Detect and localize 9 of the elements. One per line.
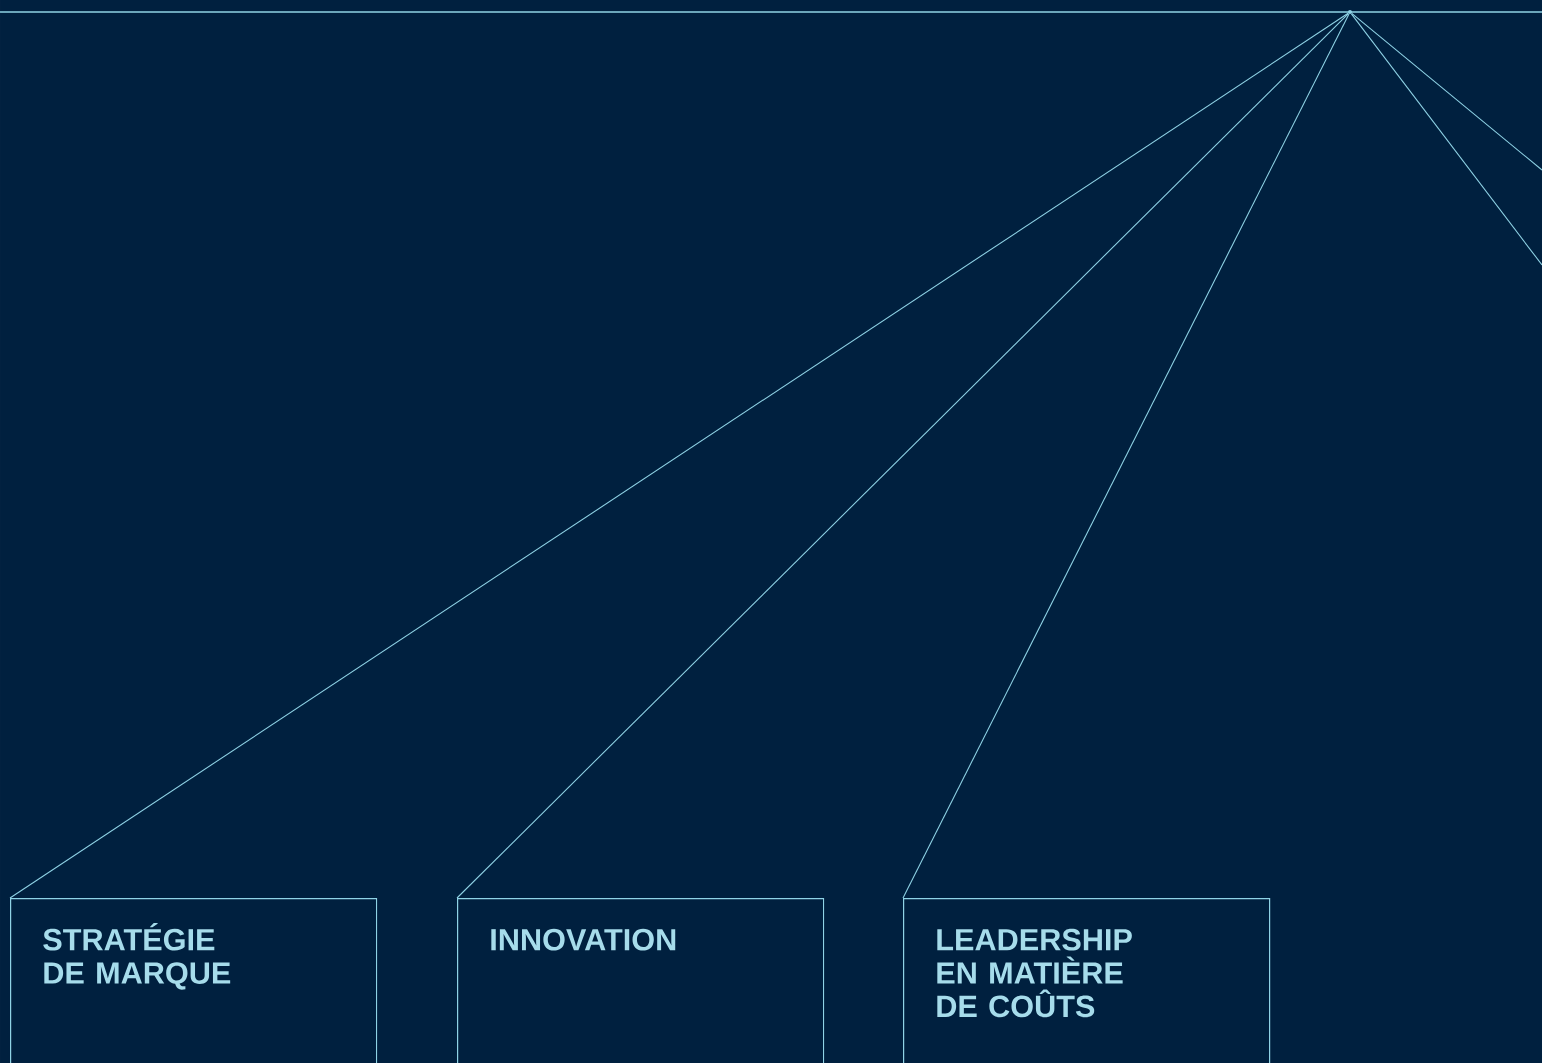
connector-line: [1351, 12, 1542, 171]
connector-line: [1350, 13, 1542, 266]
category-box: LEADERSHIP EN MATIÈRE DE COÛTS: [903, 898, 1271, 1063]
junction-point: [1348, 10, 1352, 14]
connector-line: [902, 13, 1350, 899]
connector-line: [456, 13, 1349, 899]
category-box: STRATÉGIE DE MARQUE: [10, 898, 378, 1063]
category-box: INNOVATION: [457, 898, 825, 1063]
connector-line: [9, 12, 1349, 899]
